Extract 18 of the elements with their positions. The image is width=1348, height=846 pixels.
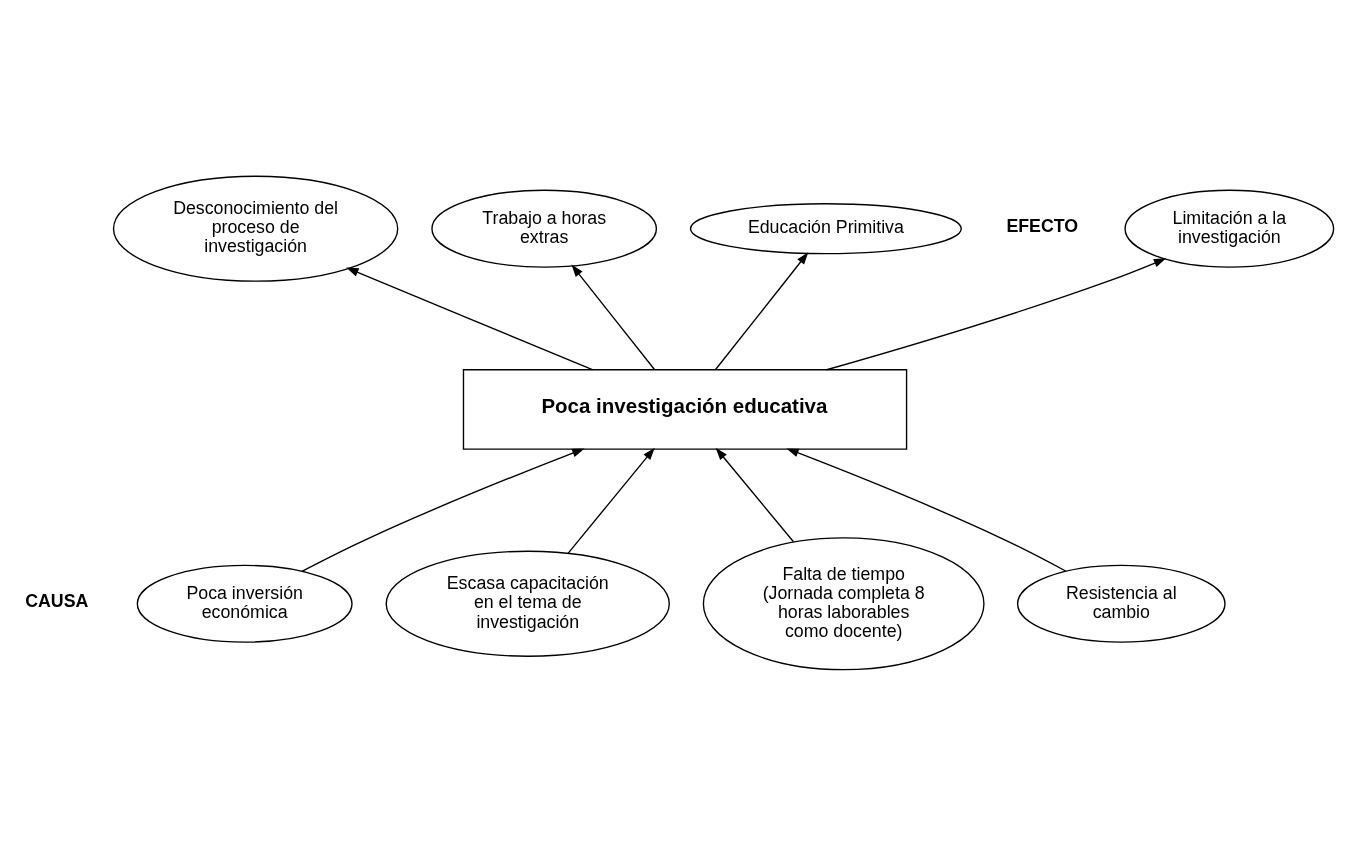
node-box: Poca investigación educativa <box>462 369 908 450</box>
node-ellipse: Escasa capacitación en el tema de investigación <box>385 550 670 657</box>
node-ellipse: Trabajo a horas extras <box>431 189 658 268</box>
arrow <box>786 448 1067 572</box>
arrow <box>301 448 585 572</box>
node-ellipse: Educación Primitiva <box>689 203 962 255</box>
label: CAUSA <box>25 591 89 612</box>
arrow <box>571 264 656 371</box>
arrow <box>825 258 1167 371</box>
arrow <box>714 252 809 371</box>
label: EFECTO <box>1006 215 1079 236</box>
arrow <box>715 447 795 543</box>
arrow <box>567 447 655 555</box>
arrow <box>346 267 594 371</box>
node-ellipse: Resistencia al cambio <box>1016 564 1226 643</box>
node-ellipse: Falta de tiempo (Jornada completa 8 horas laborables como docente) <box>702 537 985 671</box>
node-ellipse: Poca inversión económica <box>136 564 353 643</box>
node-ellipse: Desconocimiento del proceso de investigación <box>112 175 399 282</box>
